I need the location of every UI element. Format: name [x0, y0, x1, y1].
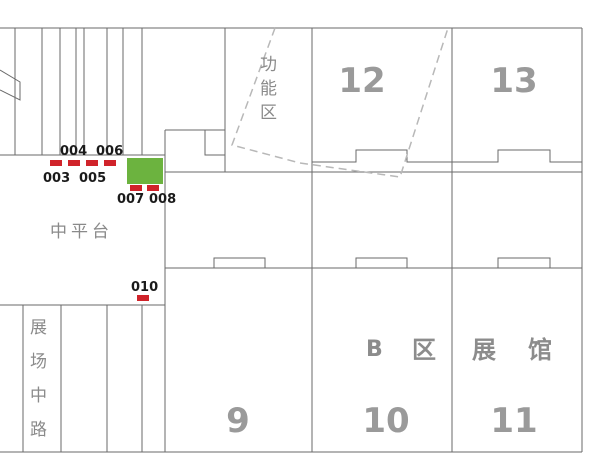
booth-008-marker[interactable]	[147, 185, 159, 191]
function-area-char-3: 区	[260, 103, 277, 123]
hall-10-number[interactable]: 10	[362, 401, 410, 441]
booth-004-marker[interactable]	[68, 160, 80, 166]
booth-007-marker[interactable]	[130, 185, 142, 191]
booth-003-marker[interactable]	[50, 160, 62, 166]
booth-008-label[interactable]: 008	[149, 192, 177, 207]
booth-005-marker[interactable]	[86, 160, 98, 166]
booth-010-label[interactable]: 010	[131, 280, 159, 295]
booth-006-label[interactable]: 006	[96, 144, 124, 159]
booth-006-marker[interactable]	[104, 160, 116, 166]
expo-road-char-3: 中	[30, 386, 47, 406]
highlighted-booth-area[interactable]	[127, 158, 163, 184]
hall-9-number[interactable]: 9	[226, 401, 250, 441]
expo-road-char-2: 场	[30, 352, 47, 372]
expo-road-char-4: 路	[30, 420, 47, 440]
booth-007-label[interactable]: 007	[117, 192, 145, 207]
b-area-zhan: 展	[472, 336, 496, 364]
function-area-char-1: 功	[260, 55, 277, 75]
expo-road-char-1: 展	[30, 318, 47, 338]
booth-010-marker[interactable]	[137, 295, 149, 301]
booth-005-label[interactable]: 005	[79, 171, 107, 186]
b-area-qu: 区	[412, 336, 436, 364]
b-area-guan: 馆	[528, 336, 552, 364]
middle-platform-label: 中平台	[50, 222, 113, 242]
booth-003-label[interactable]: 003	[43, 171, 71, 186]
booth-004-label[interactable]: 004	[60, 144, 88, 159]
hall-11-number[interactable]: 11	[490, 401, 538, 441]
hall-13-number[interactable]: 13	[490, 61, 538, 101]
hall-12-number[interactable]: 12	[338, 61, 386, 101]
b-area-letter: B	[366, 337, 383, 362]
function-area-char-2: 能	[260, 79, 277, 99]
